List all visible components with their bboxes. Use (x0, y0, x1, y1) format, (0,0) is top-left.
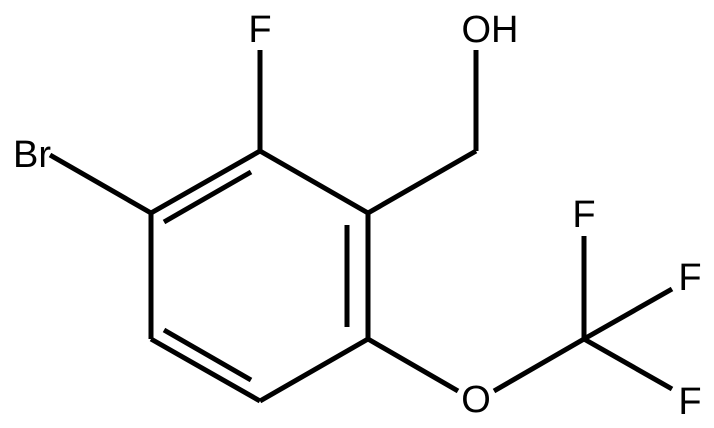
ring-bond-c5-c6 (258, 336, 370, 404)
ring-bond-c2-c3 (149, 148, 262, 216)
ring-bond-c4-c5 (149, 336, 262, 404)
cf3-fluorine-top-label: F (572, 194, 595, 236)
ring-bond-c1-c2 (258, 148, 370, 216)
bond-c3-br (48, 152, 153, 216)
fluoro-label: F (248, 9, 271, 51)
cf3-fluorine-right-label: F (678, 257, 701, 299)
bond-c1-ch2 (366, 148, 478, 216)
bromo-label: Br (13, 134, 51, 176)
ring-bond-c4-c5-inner (162, 327, 253, 383)
ether-oxygen-label: O (461, 379, 491, 421)
bond-c6-o (366, 336, 460, 394)
cf3-fluorine-bottom-label: F (678, 381, 701, 423)
bond-o-cf3 (492, 336, 586, 394)
ring-bond-c2-c3-inner (162, 169, 253, 225)
bond-cf3-f-right (582, 286, 674, 342)
hydroxyl-label: OH (462, 9, 519, 51)
bond-cf3-f-bottom (582, 336, 674, 392)
